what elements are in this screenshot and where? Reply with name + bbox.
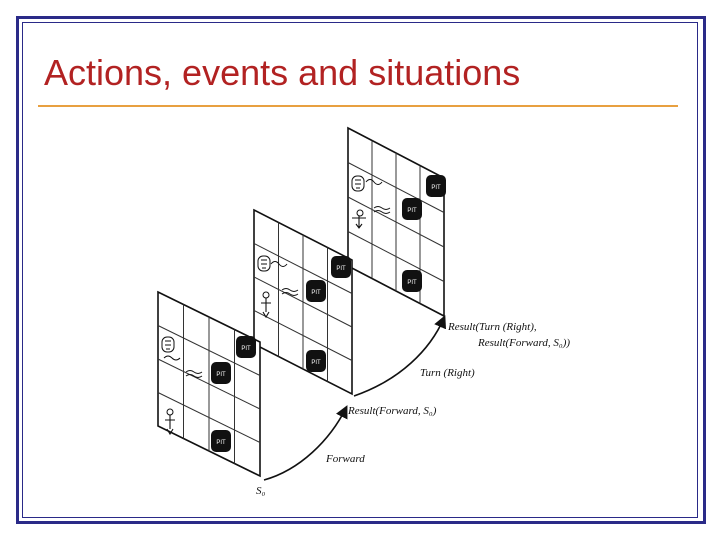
label-result-turn-line1: Result(Turn (Right),	[447, 321, 537, 333]
pit-icon: PIT	[306, 280, 326, 302]
label-turn-right: Turn (Right)	[420, 367, 475, 379]
world-grid-back: PIT PIT PIT	[348, 128, 446, 316]
pit-icon: PIT	[331, 256, 351, 278]
pit-icon: PIT	[306, 350, 326, 372]
svg-text:PIT: PIT	[431, 185, 441, 191]
pit-icon: PIT	[402, 198, 422, 220]
svg-text:PIT: PIT	[311, 360, 321, 366]
label-result-turn-line2: Result(Forward, S₀))	[477, 337, 570, 349]
pit-icon: PIT	[426, 175, 446, 197]
pit-icon: PIT	[402, 270, 422, 292]
svg-text:PIT: PIT	[311, 290, 321, 296]
svg-text:PIT: PIT	[216, 440, 226, 446]
world-grid-front: PIT PIT PIT	[158, 292, 260, 476]
svg-text:PIT: PIT	[407, 280, 417, 286]
pit-icon: PIT	[211, 362, 231, 384]
pit-icon: PIT	[236, 336, 256, 358]
label-s0: S₀	[256, 485, 266, 497]
world-grid-middle: PIT PIT PIT	[254, 210, 352, 394]
svg-text:PIT: PIT	[336, 266, 346, 272]
label-forward: Forward	[325, 453, 365, 465]
svg-text:PIT: PIT	[407, 208, 417, 214]
svg-text:PIT: PIT	[241, 346, 251, 352]
pit-icon: PIT	[211, 430, 231, 452]
svg-text:PIT: PIT	[216, 372, 226, 378]
forward-arrow	[264, 408, 346, 480]
turn-right-arrow	[354, 318, 444, 396]
label-result-forward: Result(Forward, S₀)	[347, 405, 437, 417]
